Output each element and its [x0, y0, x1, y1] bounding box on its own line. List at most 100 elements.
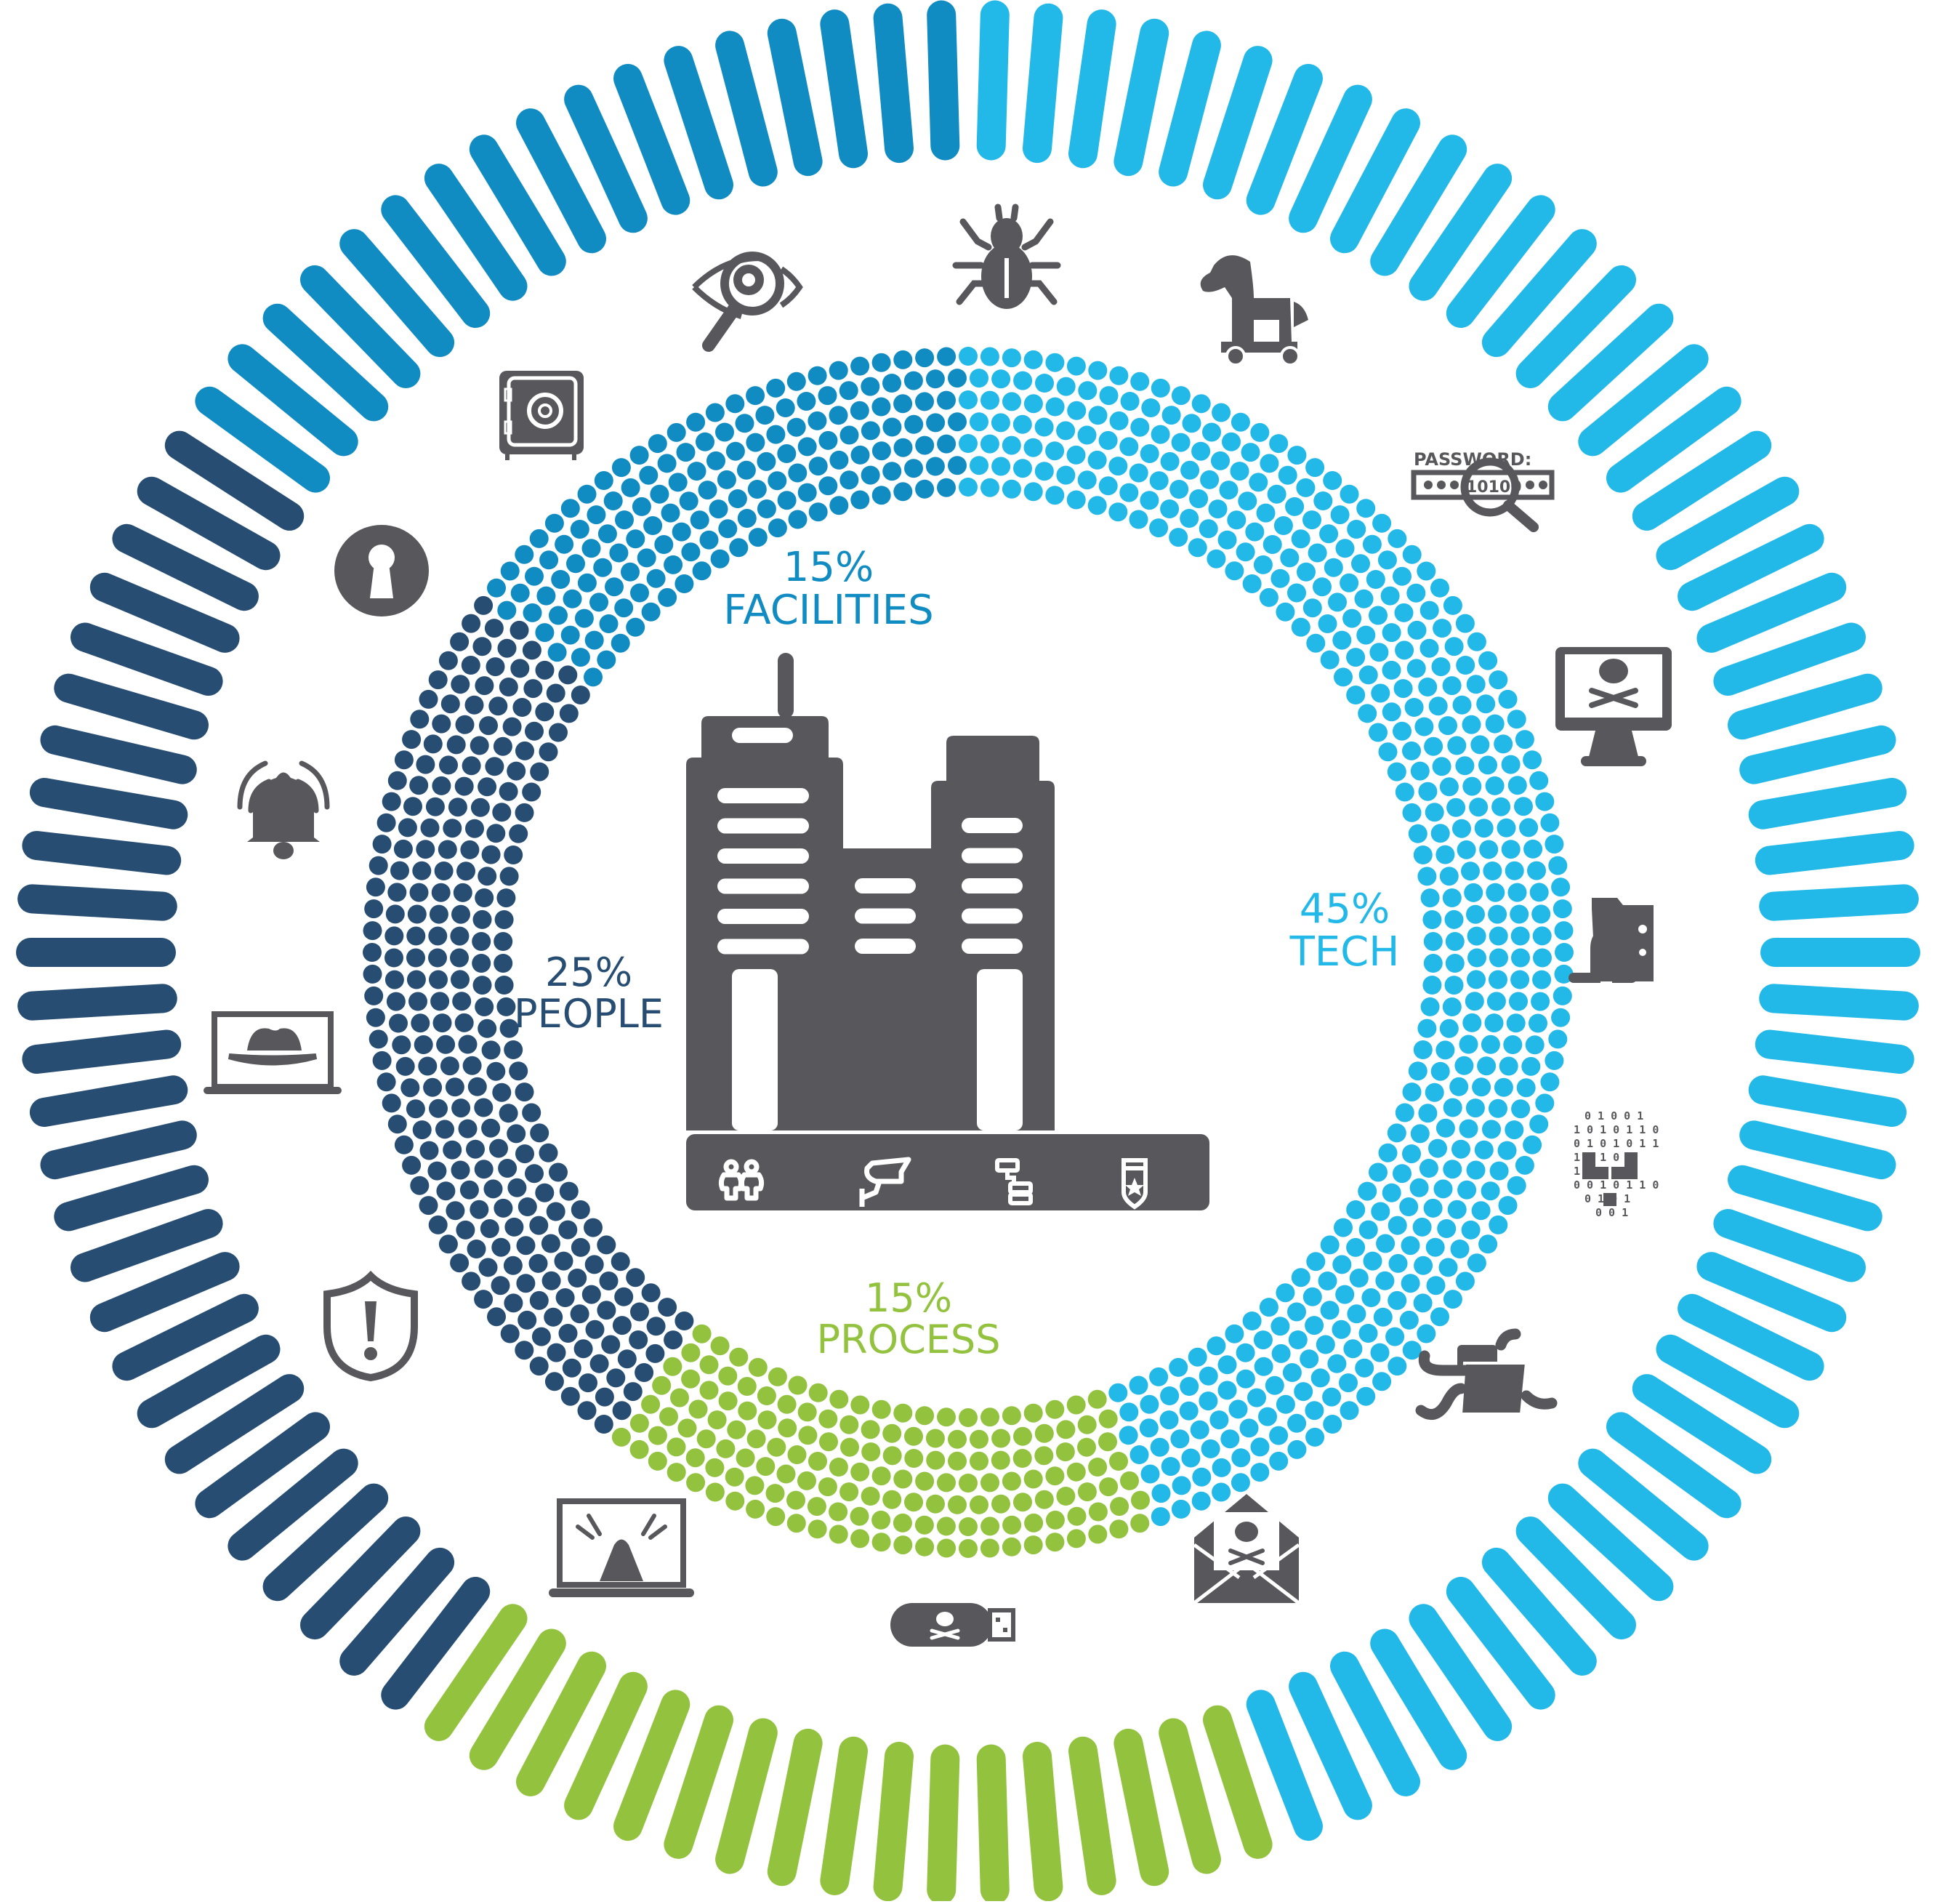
police-badge-icon — [1121, 1158, 1148, 1210]
outer-ring-tick — [1713, 622, 1866, 696]
svg-text:0 1 0 1 0 1 1: 0 1 0 1 0 1 1 — [1574, 1137, 1659, 1150]
outer-ring-tick — [1481, 229, 1597, 358]
outer-ring-tick — [40, 1120, 197, 1180]
worm-folder-icon — [1568, 898, 1654, 983]
tech-percent: 45% — [1299, 885, 1390, 933]
outer-ring-tick — [564, 1671, 648, 1820]
outer-ring-tick — [1656, 476, 1800, 571]
outer-ring-tick — [1632, 430, 1772, 531]
trojan-horse-icon — [1200, 255, 1308, 366]
outer-ring-tick — [339, 1547, 455, 1676]
outer-ring-tick — [54, 1165, 209, 1232]
outer-ring-tick — [1023, 3, 1063, 164]
outer-ring-tick — [29, 1075, 188, 1127]
outer-ring-tick — [873, 1741, 914, 1902]
outer-ring-tick — [262, 303, 389, 422]
outer-ring-tick — [1606, 1412, 1741, 1519]
outer-ring-tick — [1578, 344, 1709, 457]
password-crack-icon: PASSWORD: 10100 — [1411, 449, 1555, 532]
outer-ring-tick — [1246, 63, 1323, 215]
outer-ring-tick — [1728, 1165, 1882, 1232]
hacked-laptop-icon — [549, 1498, 694, 1597]
outer-ring-tick — [381, 195, 491, 328]
outer-ring-tick — [976, 0, 1010, 161]
keyhole-icon — [334, 525, 429, 616]
outer-ring-tick — [1289, 84, 1372, 233]
outer-ring-tick — [1159, 1718, 1221, 1874]
outer-ring-tick — [89, 572, 240, 653]
outer-ring-tick — [300, 265, 421, 388]
outer-ring-tick — [1330, 108, 1420, 254]
outer-ring-tick — [17, 984, 177, 1021]
outer-ring-tick — [927, 1744, 960, 1904]
facilities-percent: 15% — [783, 544, 874, 591]
outer-ring-tick — [1114, 1728, 1169, 1887]
outer-ring-tick — [137, 1334, 281, 1429]
outer-ring-tick — [613, 63, 690, 215]
outer-ring-tick — [1515, 1517, 1636, 1640]
outer-ring-tick — [112, 1293, 259, 1381]
outer-ring-tick — [1370, 1628, 1467, 1770]
outer-ring-tick — [1547, 1483, 1674, 1602]
outer-ring-tick — [1446, 195, 1555, 328]
label-people: 25% PEOPLE — [480, 952, 698, 1035]
label-facilities: 15% FACILITIES — [676, 544, 981, 632]
outer-ring-tick — [1739, 1120, 1896, 1180]
outer-ring-tick — [54, 673, 209, 740]
outer-ring-tick — [613, 1690, 690, 1841]
outer-ring-tick — [17, 884, 177, 921]
outer-ring-tick — [381, 1577, 491, 1710]
outer-ring-tick — [89, 1252, 240, 1333]
flowchart-icon — [995, 1158, 1033, 1205]
label-process: 15% PROCESS — [785, 1275, 1032, 1360]
eye-magnifier-icon — [692, 252, 803, 352]
outer-ring-tick — [767, 1728, 823, 1887]
outer-ring-tick — [820, 1736, 868, 1895]
outer-ring-tick — [40, 725, 197, 784]
outer-ring-tick — [1748, 778, 1907, 830]
infected-usb-icon — [890, 1603, 1015, 1647]
outer-ring-tick — [1678, 1293, 1824, 1381]
outer-ring-tick — [976, 1744, 1010, 1904]
outer-ring-tick — [820, 9, 868, 169]
outer-ring-tick — [767, 18, 823, 177]
outer-ring-tick — [873, 3, 914, 164]
malicious-email-icon — [1193, 1494, 1300, 1604]
outer-ring-tick — [22, 1029, 182, 1074]
outer-ring-tick — [22, 831, 182, 875]
outer-ring-tick — [262, 1483, 389, 1602]
outer-ring-tick — [1696, 572, 1847, 653]
outer-ring-tick — [1289, 1671, 1372, 1820]
outer-dashed-ring — [16, 0, 1920, 1904]
outer-ring-tick — [664, 1705, 733, 1859]
outer-ring-tick — [1481, 1547, 1597, 1676]
outer-ring-tick — [1739, 725, 1896, 784]
people-percent: 25% — [544, 949, 633, 995]
outer-ring-tick — [164, 430, 305, 531]
outer-ring-tick — [516, 1651, 606, 1796]
safe-icon — [499, 371, 584, 460]
outer-ring-tick — [424, 1604, 528, 1741]
outer-ring-tick — [1203, 1705, 1273, 1859]
outer-ring-tick — [1409, 164, 1513, 301]
outer-ring-tick — [112, 523, 259, 611]
outer-ring-tick — [227, 1448, 358, 1561]
outer-ring-tick — [469, 1628, 566, 1770]
bug-icon — [952, 204, 1061, 309]
outer-ring-tick — [1748, 1075, 1907, 1127]
outer-ring-tick — [164, 1374, 305, 1474]
alarm-bell-icon — [237, 760, 330, 859]
shield-warning-icon — [323, 1270, 418, 1382]
outer-ring-tick — [516, 108, 606, 254]
black-hat-laptop-icon — [204, 1011, 342, 1094]
malware-folder-icon — [1415, 1328, 1558, 1421]
outer-ring-tick — [1330, 1651, 1420, 1796]
svg-text:0 0 1 0 1 1 0: 0 0 1 0 1 1 0 — [1574, 1178, 1659, 1192]
process-percent: 15% — [864, 1275, 953, 1321]
svg-text:1 0 1 0 1 1 0: 1 0 1 0 1 1 0 — [1574, 1123, 1659, 1136]
security-camera-icon — [859, 1157, 911, 1207]
outer-ring-tick — [469, 134, 566, 276]
outer-ring-tick — [1759, 884, 1919, 921]
